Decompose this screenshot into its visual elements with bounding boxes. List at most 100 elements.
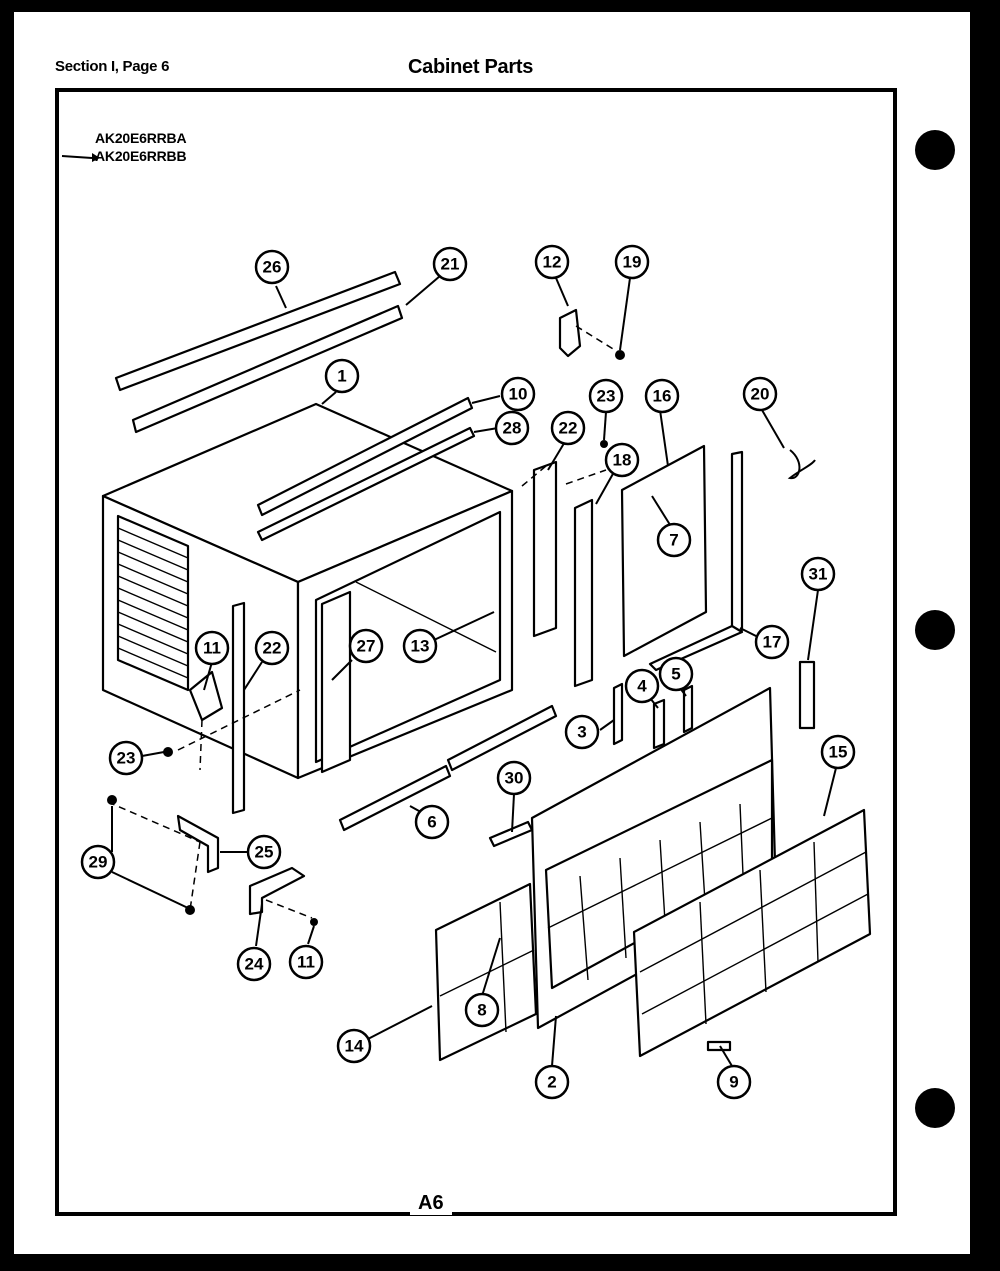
callout-7: 7 [656,522,692,558]
svg-text:5: 5 [671,665,680,684]
model-arrow [61,153,100,162]
svg-text:1: 1 [337,367,346,386]
callout-1: 1 [324,358,360,394]
callout-15: 15 [820,734,856,770]
callout-20: 20 [742,376,778,412]
callout-28: 28 [494,410,530,446]
part-5-bracket [682,684,694,734]
callout-29: 29 [80,844,116,880]
svg-text:31: 31 [809,565,828,584]
svg-text:29: 29 [89,853,108,872]
part-22-side-strip-left [231,601,246,815]
callout-27: 27 [348,628,384,664]
callout-14: 14 [336,1028,372,1064]
part-31-strip [798,660,816,730]
callout-22-right: 22 [550,410,586,446]
svg-text:11: 11 [203,639,221,658]
part-26-top-strip [114,270,402,392]
part-15-filter [632,808,872,1058]
leader-lines [111,275,837,1067]
part-12-bracket [558,308,582,358]
svg-text:17: 17 [763,633,782,652]
part-30-strip [488,820,534,848]
callout-31: 31 [800,556,836,592]
callout-22-left: 22 [254,630,290,666]
part-1-cabinet [101,402,514,780]
callout-16: 16 [644,378,680,414]
svg-text:20: 20 [751,385,770,404]
svg-text:16: 16 [653,387,672,406]
callout-26: 26 [254,249,290,285]
svg-text:2: 2 [547,1073,556,1092]
svg-text:8: 8 [477,1001,486,1020]
callout-30: 30 [496,760,532,796]
callout-23-top: 23 [588,378,624,414]
part-11-bracket [188,670,224,722]
callout-11-upper: 11 [194,630,230,666]
svg-text:4: 4 [637,677,647,696]
model-number-2: AK20E6RRBB [95,148,187,164]
part-4-bracket [652,698,666,750]
part-19-screw [615,350,625,360]
part-18-strip [573,498,594,688]
part-21-top-channel [131,304,404,434]
callout-11-lower: 11 [288,944,324,980]
callout-25: 25 [246,834,282,870]
callout-18: 18 [604,442,640,478]
callout-21: 21 [432,246,468,282]
part-23-screw-left [163,747,173,757]
callout-12: 12 [534,244,570,280]
part-14-door [434,882,538,1062]
callout-6: 6 [414,804,450,840]
svg-text:23: 23 [117,749,136,768]
part-24-bracket [248,866,306,916]
page-number: A6 [410,1192,452,1215]
callout-9: 9 [716,1064,752,1100]
svg-text:19: 19 [623,253,642,272]
svg-text:26: 26 [263,258,282,277]
callout-5: 5 [658,656,694,692]
svg-text:12: 12 [543,253,562,272]
callout-10: 10 [500,376,536,412]
svg-text:24: 24 [245,955,264,974]
callout-24: 24 [236,946,272,982]
svg-text:30: 30 [505,769,524,788]
part-9-clip [706,1040,732,1052]
svg-text:6: 6 [427,813,436,832]
callout-3: 3 [564,714,600,750]
binder-hole-bottom [915,1088,955,1128]
callout-17: 17 [754,624,790,660]
svg-text:13: 13 [411,637,430,656]
svg-text:21: 21 [441,255,460,274]
section-label: Section I, Page 6 [55,58,170,75]
part-23-screw-top [600,440,608,448]
svg-text:9: 9 [729,1073,738,1092]
part-3-bracket [612,682,624,746]
part-6-base-rail [338,704,558,832]
svg-text:18: 18 [613,451,632,470]
part-28-rail [256,426,476,542]
assembly-lines [107,325,619,919]
part-11-screw [310,918,318,926]
part-22-side-strip-right [532,460,558,638]
svg-text:11: 11 [297,953,315,972]
svg-text:7: 7 [669,531,678,550]
part-27-frame-side [320,590,352,774]
callout-23-left: 23 [108,740,144,776]
part-25-bracket [176,814,220,874]
svg-text:15: 15 [829,743,848,762]
svg-text:3: 3 [577,723,586,742]
callout-4: 4 [624,668,660,704]
diagram-frame [55,88,897,1216]
binder-hole-top [915,130,955,170]
svg-text:23: 23 [597,387,616,406]
part-20-hose [787,449,816,480]
svg-text:22: 22 [263,639,282,658]
svg-text:25: 25 [255,843,274,862]
callout-8: 8 [464,992,500,1028]
model-number-1: AK20E6RRBA [95,130,187,146]
callout-19: 19 [614,244,650,280]
svg-text:27: 27 [357,637,376,656]
callout-2: 2 [534,1064,570,1100]
